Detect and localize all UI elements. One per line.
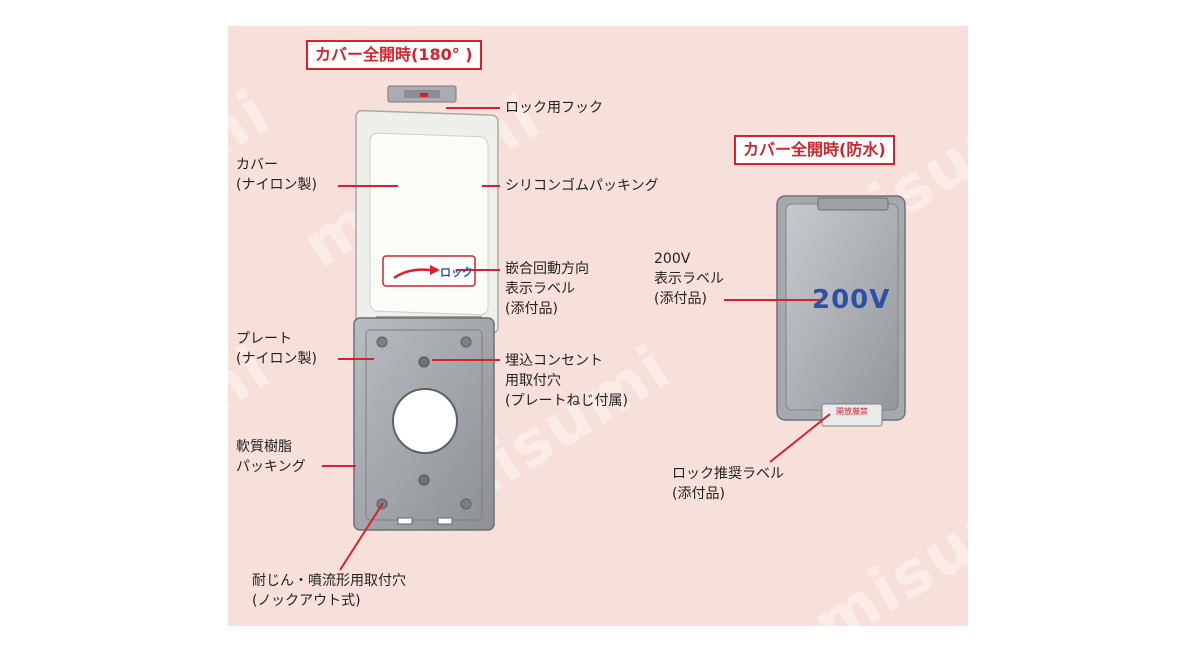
label-fit-line3: (添付品) — [505, 301, 558, 317]
label-200v-line3: (添付品) — [654, 291, 707, 307]
label-lockrec-line1: ロック推奨ラベル — [672, 466, 784, 482]
plate — [353, 317, 495, 531]
title-waterproof: カバー全開時(防水) — [734, 135, 895, 165]
label-plate-line2: (ナイロン製) — [236, 351, 317, 367]
label-200v-line2: 表示ラベル — [654, 271, 724, 287]
lock-recommend-text: 開放厳禁 — [836, 407, 868, 416]
screw-hole-top — [418, 356, 430, 368]
label-plate-line1: プレート — [236, 331, 292, 347]
label-lock-hook: ロック用フック — [505, 100, 603, 116]
voltage-label: 200V — [812, 285, 891, 315]
closed-device — [776, 195, 906, 427]
label-outlet-line1: 埋込コンセント — [505, 353, 603, 369]
label-cover-line2: (ナイロン製) — [236, 177, 317, 193]
label-resin-line2: パッキング — [236, 459, 306, 475]
label-outlet-line3: (プレートねじ付属) — [505, 393, 628, 409]
label-silicone: シリコンゴムパッキング — [505, 178, 659, 194]
label-200v-line1: 200V — [654, 251, 691, 267]
fit-direction-label — [382, 255, 476, 287]
outlet-hole — [392, 388, 458, 454]
label-outlet-line2: 用取付穴 — [505, 373, 561, 389]
label-resin-line1: 軟質樹脂 — [236, 439, 292, 455]
lock-hook — [387, 85, 457, 103]
label-cover-line1: カバー — [236, 157, 278, 173]
label-lockrec-line2: (添付品) — [672, 486, 725, 502]
label-fit-line2: 表示ラベル — [505, 281, 575, 297]
screw-hole-bottom — [418, 474, 430, 486]
leader-lines — [322, 107, 831, 571]
label-dust-line1: 耐じん・噴流形用取付穴 — [252, 573, 406, 589]
label-dust-line2: (ノックアウト式) — [252, 593, 361, 609]
open-cover — [355, 109, 499, 334]
label-fit-line1: 嵌合回動方向 — [505, 261, 589, 277]
lock-recommend-label — [821, 403, 883, 427]
lock-sticker-text: ロック — [440, 266, 473, 279]
title-open-180: カバー全開時(180° ) — [306, 40, 482, 70]
